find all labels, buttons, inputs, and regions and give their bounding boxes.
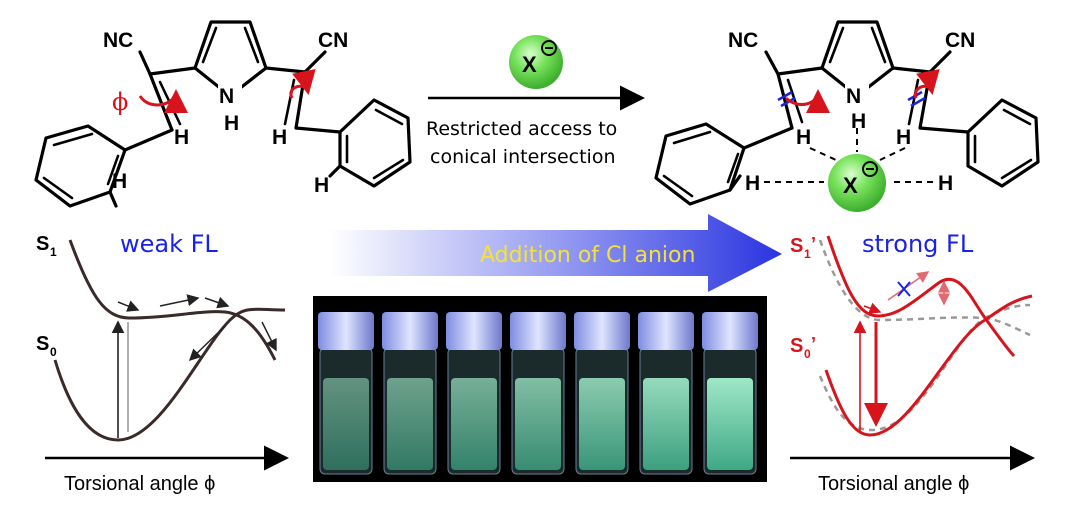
vial-liquid: [387, 378, 433, 470]
phi-label: ϕ: [112, 88, 128, 116]
reaction-caption-line1: Restricted access to: [426, 118, 617, 140]
cn-label-right: CN: [945, 29, 975, 52]
blocked-path-arrow: [887, 271, 930, 301]
left-s1-curve: [68, 239, 277, 361]
vial: [382, 312, 438, 475]
right-s1-curve: [826, 235, 1016, 358]
vial: [446, 312, 502, 475]
nh-h-label-left: H: [224, 112, 239, 135]
vial: [638, 312, 694, 475]
right-ref-s0-curve: [818, 303, 1031, 432]
nc-label-right: NC: [728, 29, 758, 52]
vial: [702, 312, 758, 475]
right-s0-label: S: [790, 335, 803, 357]
addition-arrow: Addition of Cl anion: [330, 214, 782, 292]
hydrogen-bonds: [764, 128, 935, 183]
weak-fl-label: weak FL: [120, 230, 218, 258]
vial-liquid: [707, 378, 753, 470]
svg-text:’: ’: [811, 334, 816, 354]
aryl-h-right: H: [314, 174, 329, 197]
bound-anion-label: X: [843, 173, 858, 198]
left-energy-plot: S 1 S 0 weak FL Torsional angle ϕ: [36, 230, 289, 495]
strong-fl-label: strong FL: [862, 230, 974, 258]
vial: [318, 312, 374, 475]
right-s0-curve: [824, 294, 1033, 437]
right-axis-label: Torsional angle ϕ: [818, 473, 969, 495]
nh-h-label-right: H: [851, 110, 866, 133]
vial-cap: [318, 312, 374, 350]
vinyl-h-left: H: [174, 126, 189, 149]
aryl-h-left-r: H: [745, 172, 760, 195]
vial-cap: [382, 312, 438, 350]
vial-cap: [638, 312, 694, 350]
nc-label-left: NC: [103, 29, 133, 52]
molecule-left: NC CN N H H H H H ϕ: [34, 20, 412, 208]
vial-liquid: [579, 378, 625, 470]
rotation-arrow-left: [138, 89, 188, 114]
restriction-mark-left: [777, 90, 796, 108]
vinyl-h-left-r: H: [796, 126, 811, 149]
vial-photo: [313, 296, 767, 482]
nh-label-left: N: [219, 85, 234, 108]
bound-anion-charge-icon: [862, 161, 878, 177]
right-s1-label: S: [790, 235, 803, 257]
left-s1-label: S: [36, 233, 49, 255]
svg-text:1: 1: [804, 247, 811, 261]
vial: [510, 312, 566, 475]
right-ref-s1-curve: [818, 239, 1031, 337]
reaction-step: X Restricted access to conical intersect…: [426, 35, 645, 168]
addition-arrow-label: Addition of Cl anion: [480, 243, 695, 268]
svg-text:1: 1: [50, 245, 57, 259]
vinyl-h-right: H: [272, 126, 287, 149]
vial-cap: [574, 312, 630, 350]
vinyl-h-right-r: H: [896, 126, 911, 149]
svg-text:0: 0: [50, 345, 57, 359]
vial-liquid: [451, 378, 497, 470]
left-s0-label: S: [36, 333, 49, 355]
left-axis-label: Torsional angle ϕ: [64, 473, 215, 495]
vial-cap: [702, 312, 758, 350]
aryl-h-right-r: H: [938, 172, 953, 195]
anion-charge-icon: [541, 40, 557, 56]
right-energy-plot: S 1 ’ S 0 ’ strong FL Torsional angle ϕ: [790, 230, 1035, 495]
vial-liquid: [323, 378, 369, 470]
svg-text:0: 0: [804, 347, 811, 361]
cn-label-left: CN: [318, 29, 348, 52]
rotation-arrow-right: [289, 69, 316, 99]
anion-label: X: [522, 52, 537, 77]
left-s0-curve: [53, 307, 286, 442]
vial-cap: [510, 312, 566, 350]
vial-liquid: [643, 378, 689, 470]
vial-liquid: [515, 378, 561, 470]
reaction-caption-line2: conical intersection: [430, 146, 616, 168]
blocked-path-icon: [897, 281, 911, 297]
svg-text:’: ’: [811, 234, 816, 254]
nh-label-right: N: [846, 85, 861, 108]
molecule-right: NC CN N H H H H H X: [654, 20, 1040, 212]
vial: [574, 312, 630, 475]
vial-cap: [446, 312, 502, 350]
aryl-h-left: H: [112, 170, 127, 193]
